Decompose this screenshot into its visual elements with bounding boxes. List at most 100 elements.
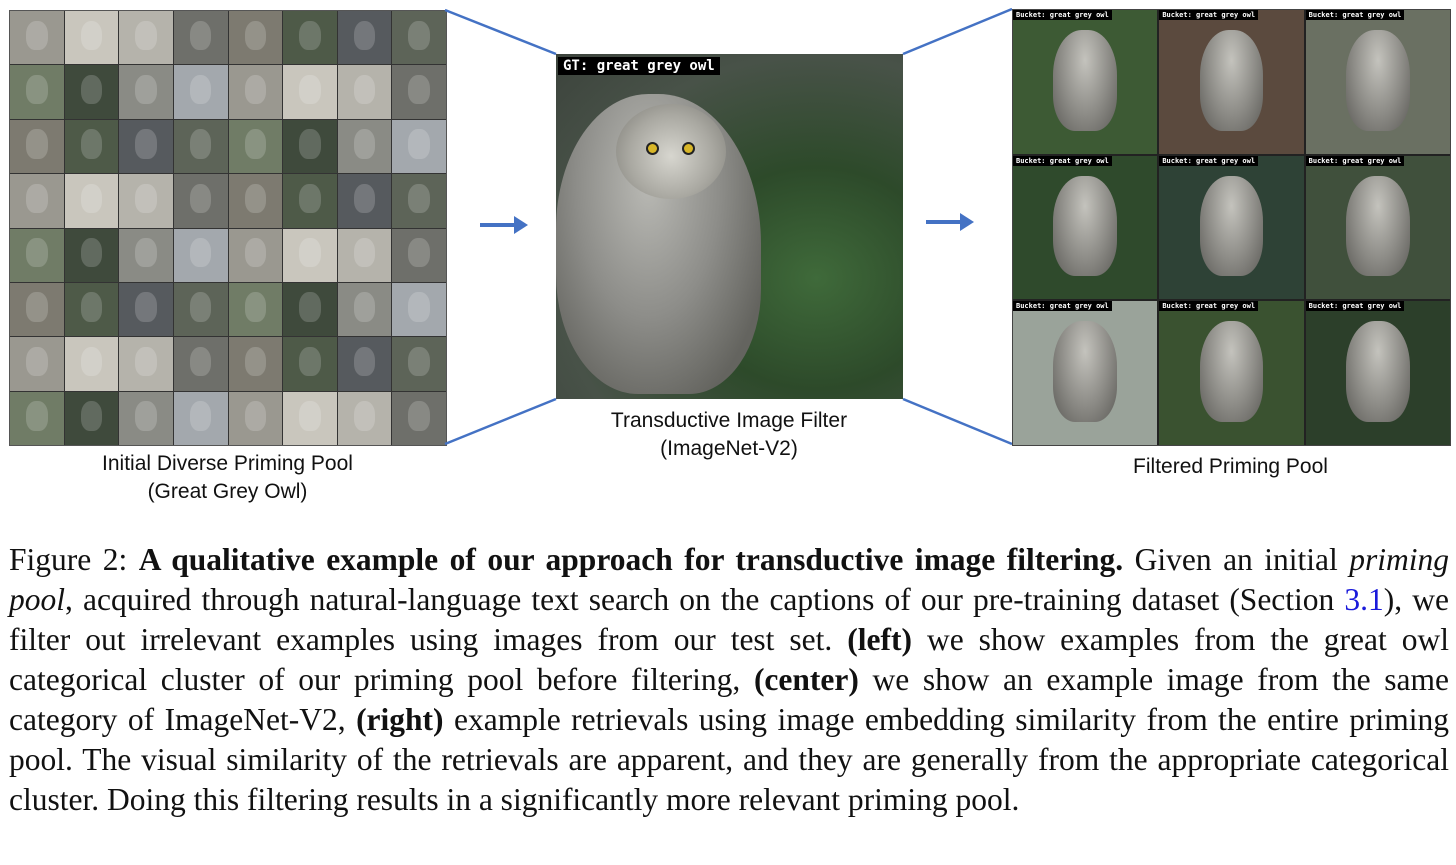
bucket-label: Bucket: great grey owl	[1159, 301, 1259, 312]
priming-pool-thumbnail	[64, 282, 119, 337]
owl-shape	[1199, 30, 1264, 131]
priming-pool-thumbnail	[283, 11, 337, 65]
figure-title: A qualitative example of our approach fo…	[138, 542, 1124, 577]
bucket-label: Bucket: great grey owl	[1013, 155, 1112, 166]
filtered-pool-thumbnail: Bucket: great grey owl	[1013, 10, 1158, 154]
priming-pool-thumbnail	[173, 337, 228, 391]
priming-pool-thumbnail	[119, 282, 173, 337]
owl-shape	[1199, 321, 1264, 422]
priming-pool-thumbnail	[392, 282, 446, 337]
priming-pool-thumbnail	[283, 282, 337, 337]
priming-pool-thumbnail	[228, 337, 283, 391]
priming-pool-thumbnail	[119, 65, 173, 119]
right-marker: (right)	[356, 702, 444, 737]
owl-eye	[684, 144, 693, 153]
priming-pool-thumbnail	[392, 119, 446, 174]
filtered-pool-thumbnail: Bucket: great grey owl	[1305, 301, 1450, 445]
priming-pool-thumbnail	[228, 11, 283, 65]
imagenet-v2-owl-image: GT: great grey owl	[556, 54, 903, 399]
bucket-label: Bucket: great grey owl	[1159, 10, 1259, 20]
priming-pool-thumbnail	[10, 337, 64, 391]
caption-text: Given an initial	[1123, 542, 1350, 577]
priming-pool-thumbnail	[283, 174, 337, 228]
priming-pool-thumbnail	[64, 65, 119, 119]
priming-pool-thumbnail	[283, 337, 337, 391]
priming-pool-thumbnail	[64, 337, 119, 391]
bucket-label: Bucket: great grey owl	[1305, 301, 1405, 312]
priming-pool-thumbnail	[392, 228, 446, 282]
priming-pool-thumbnail	[173, 119, 228, 174]
priming-pool-thumbnail	[337, 391, 392, 445]
priming-pool-thumbnail	[173, 174, 228, 228]
priming-pool-thumbnail	[392, 174, 446, 228]
priming-pool-thumbnail	[228, 391, 283, 445]
priming-pool-thumbnail	[173, 228, 228, 282]
owl-shape	[1199, 175, 1264, 277]
priming-pool-thumbnail	[10, 65, 64, 119]
bucket-label: Bucket: great grey owl	[1305, 10, 1405, 20]
caption-text: example retrievals using image embedding…	[9, 702, 1449, 817]
priming-pool-thumbnail	[10, 11, 64, 65]
connector-lines	[444, 7, 1013, 446]
center-caption-line2: (ImageNet-V2)	[660, 437, 798, 460]
priming-pool-thumbnail	[392, 11, 446, 65]
priming-pool-thumbnail	[337, 11, 392, 65]
priming-pool-thumbnail	[64, 228, 119, 282]
left-caption-line2: (Great Grey Owl)	[147, 480, 308, 503]
ground-truth-label: GT: great grey owl	[558, 57, 720, 75]
priming-pool-thumbnail	[119, 119, 173, 174]
owl-shape	[1053, 175, 1117, 277]
priming-pool-thumbnail	[337, 65, 392, 119]
caption-text: ), we filter out irrelevant examples usi…	[9, 582, 1449, 657]
priming-pool-thumbnail	[392, 65, 446, 119]
initial-priming-pool-grid	[9, 10, 447, 446]
left-marker: (left)	[847, 622, 912, 657]
owl-eye	[648, 144, 657, 153]
priming-pool-thumbnail	[119, 228, 173, 282]
priming-pool-thumbnail	[10, 119, 64, 174]
section-link[interactable]: 3.1	[1344, 582, 1384, 617]
priming-pool-thumbnail	[228, 65, 283, 119]
filtered-pool-thumbnail: Bucket: great grey owl	[1013, 155, 1158, 300]
figure-label: Figure 2:	[9, 542, 128, 577]
owl-shape	[1346, 30, 1410, 131]
priming-pool-thumbnail	[228, 228, 283, 282]
arrow-right-icon	[480, 216, 528, 234]
bucket-label: Bucket: great grey owl	[1013, 301, 1112, 312]
priming-pool-thumbnail	[10, 174, 64, 228]
filtered-pool-thumbnail: Bucket: great grey owl	[1159, 155, 1304, 300]
priming-pool-thumbnail	[64, 11, 119, 65]
priming-pool-thumbnail	[228, 119, 283, 174]
priming-pool-thumbnail	[10, 228, 64, 282]
caption-text: we show an example image from the same c…	[9, 662, 1449, 737]
priming-pool-thumbnail	[228, 282, 283, 337]
owl-shape	[1053, 321, 1117, 422]
filtered-pool-thumbnail: Bucket: great grey owl	[1159, 301, 1304, 445]
priming-pool-thumbnail	[119, 391, 173, 445]
right-panel-caption: Filtered Priming Pool	[1133, 455, 1328, 478]
priming-pool-thumbnail	[119, 11, 173, 65]
center-caption-line1: Transductive Image Filter	[610, 409, 848, 432]
filtered-pool-thumbnail: Bucket: great grey owl	[1305, 10, 1450, 154]
priming-pool-thumbnail	[283, 119, 337, 174]
priming-pool-thumbnail	[173, 11, 228, 65]
filtered-pool-thumbnail: Bucket: great grey owl	[1305, 155, 1450, 300]
priming-pool-thumbnail	[392, 337, 446, 391]
priming-pool-thumbnail	[173, 391, 228, 445]
priming-pool-thumbnail	[337, 228, 392, 282]
left-panel-caption: Initial Diverse Priming Pool (Great Grey…	[40, 450, 415, 506]
priming-pool-thumbnail	[283, 65, 337, 119]
priming-pool-thumbnail	[64, 391, 119, 445]
priming-pool-term: priming pool	[9, 542, 1450, 617]
filtered-pool-thumbnail: Bucket: great grey owl	[1013, 301, 1158, 445]
caption-text: we show examples from the great owl cate…	[9, 622, 1449, 697]
bucket-label: Bucket: great grey owl	[1013, 10, 1112, 20]
caption-text: , acquired through natural-language text…	[65, 582, 1345, 617]
center-panel-caption: Transductive Image Filter (ImageNet-V2)	[560, 407, 898, 463]
priming-pool-thumbnail	[119, 337, 173, 391]
priming-pool-thumbnail	[10, 391, 64, 445]
priming-pool-thumbnail	[119, 174, 173, 228]
priming-pool-thumbnail	[64, 119, 119, 174]
owl-face	[616, 104, 726, 199]
